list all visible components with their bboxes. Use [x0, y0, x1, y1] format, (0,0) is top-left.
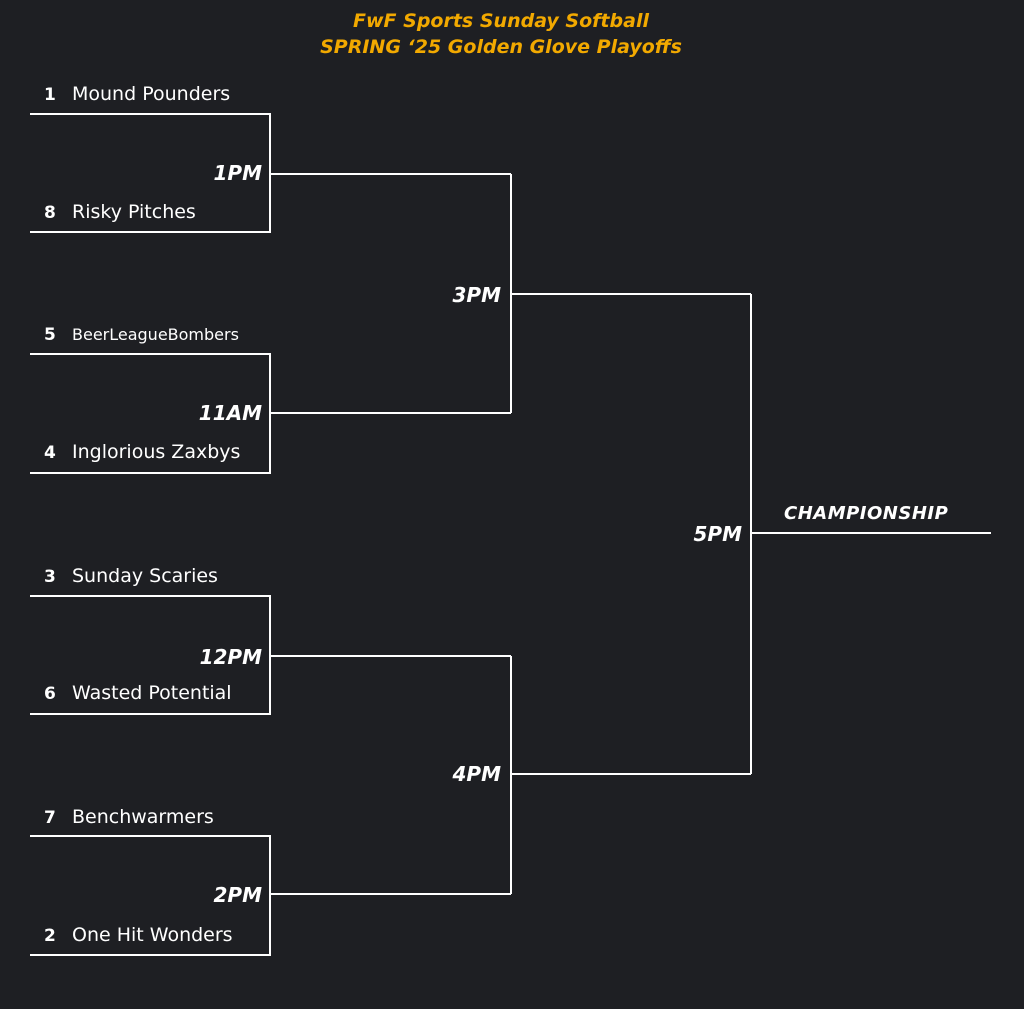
semifinal-1-bracket [510, 174, 751, 413]
team-slot-3: 5 BeerLeagueBombers [44, 322, 239, 346]
championship-label: CHAMPIONSHIP [784, 503, 949, 524]
matchup-4-bracket [30, 835, 511, 956]
team-seed: 2 [44, 926, 56, 946]
team-slot-8: 2 One Hit Wonders [44, 923, 233, 947]
team-seed: 8 [44, 203, 56, 223]
team-name: Risky Pitches [72, 201, 196, 223]
team-name: BeerLeagueBombers [72, 325, 239, 344]
semifinal-game-time: 3PM [452, 283, 501, 307]
final-bracket [750, 294, 991, 774]
bracket-title: FwF Sports Sunday Softball [353, 10, 649, 32]
matchup-2-bracket [30, 353, 511, 474]
bracket-subtitle: SPRING ‘25 Golden Glove Playoffs [320, 36, 682, 58]
team-name: Wasted Potential [72, 682, 232, 704]
team-name: Mound Pounders [72, 83, 231, 105]
team-slot-6: 6 Wasted Potential [44, 681, 232, 705]
round1-game-time: 1PM [213, 161, 262, 185]
team-seed: 1 [44, 85, 56, 105]
team-seed: 7 [44, 808, 56, 828]
team-name: One Hit Wonders [72, 924, 233, 946]
team-slot-4: 4 Inglorious Zaxbys [44, 440, 240, 464]
team-seed: 6 [44, 684, 56, 704]
final-game-time: 5PM [693, 522, 742, 546]
team-name: Inglorious Zaxbys [72, 441, 241, 463]
round1-game-time: 2PM [213, 883, 262, 907]
semifinal-2-bracket [510, 656, 751, 894]
team-slot-1: 1 Mound Pounders [44, 82, 230, 106]
team-slot-5: 3 Sunday Scaries [44, 564, 218, 588]
matchup-1-bracket [30, 113, 511, 233]
matchup-3-bracket [30, 595, 511, 715]
team-seed: 3 [44, 567, 56, 587]
semifinal-game-time: 4PM [452, 762, 501, 786]
team-seed: 4 [44, 443, 56, 463]
team-slot-7: 7 Benchwarmers [44, 805, 214, 829]
team-seed: 5 [44, 325, 56, 345]
team-slot-2: 8 Risky Pitches [44, 200, 196, 224]
team-name: Benchwarmers [72, 806, 214, 828]
round1-game-time: 12PM [199, 645, 262, 669]
team-name: Sunday Scaries [72, 565, 218, 587]
round1-game-time: 11AM [198, 401, 262, 425]
